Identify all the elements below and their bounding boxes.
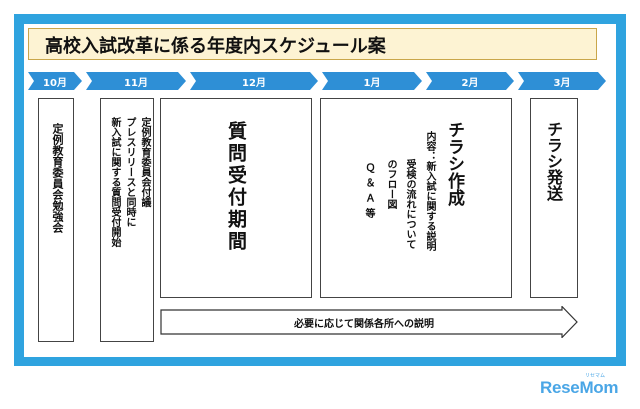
dec-box: 質問受付期間 [160,98,312,298]
title-banner: 高校入試改革に係る年度内スケジュール案 [28,28,597,60]
flyer-line-3: のフロー図 [385,159,396,209]
mar-text: チラシ発送 [544,121,563,201]
month-label: 2月 [461,78,479,89]
month-arrow-nov: 11月 [86,72,186,90]
logo-tagline: リセマム [585,373,606,379]
explanation-arrow [160,306,578,338]
flyer-box: チラシ作成 内容：新入試に関する説明 受検の流れについて のフロー図 Ｑ＆Ａ等 [320,98,512,298]
dec-text: 質問受付期間 [225,121,247,253]
month-arrow-feb: 2月 [426,72,514,90]
month-arrow-dec: 12月 [190,72,318,90]
month-label: 3月 [553,78,571,89]
oct-box: 定例教育委員会勉強会 [38,98,74,342]
month-arrow-mar: 3月 [518,72,606,90]
resemom-logo: ReseMom [540,378,619,397]
month-label: 10月 [43,78,67,89]
month-label: 1月 [363,78,381,89]
flyer-line-1: 内容：新入試に関する説明 [424,131,435,251]
month-label: 11月 [124,78,148,89]
month-arrow-jan: 1月 [322,72,422,90]
nov-text-1: 定例教育委員会付議 [139,117,150,207]
explanation-arrow-label: 必要に応じて関係各所への説明 [294,319,434,330]
flyer-line-2: 受検の流れについて [404,159,415,249]
month-label: 12月 [242,78,266,89]
oct-text: 定例教育委員会勉強会 [51,123,64,233]
page-title: 高校入試改革に係る年度内スケジュール案 [45,36,386,57]
nov-text-2: プレスリリースと同時に [124,117,135,227]
nov-text-3: 新入試に関する質問受付開始 [109,117,120,247]
flyer-line-4: Ｑ＆Ａ等 [363,163,374,223]
flyer-heading: チラシ作成 [444,121,464,206]
month-arrow-oct: 10月 [28,72,82,90]
mar-box: チラシ発送 [530,98,578,298]
nov-box: 定例教育委員会付議 プレスリリースと同時に 新入試に関する質問受付開始 [100,98,154,342]
